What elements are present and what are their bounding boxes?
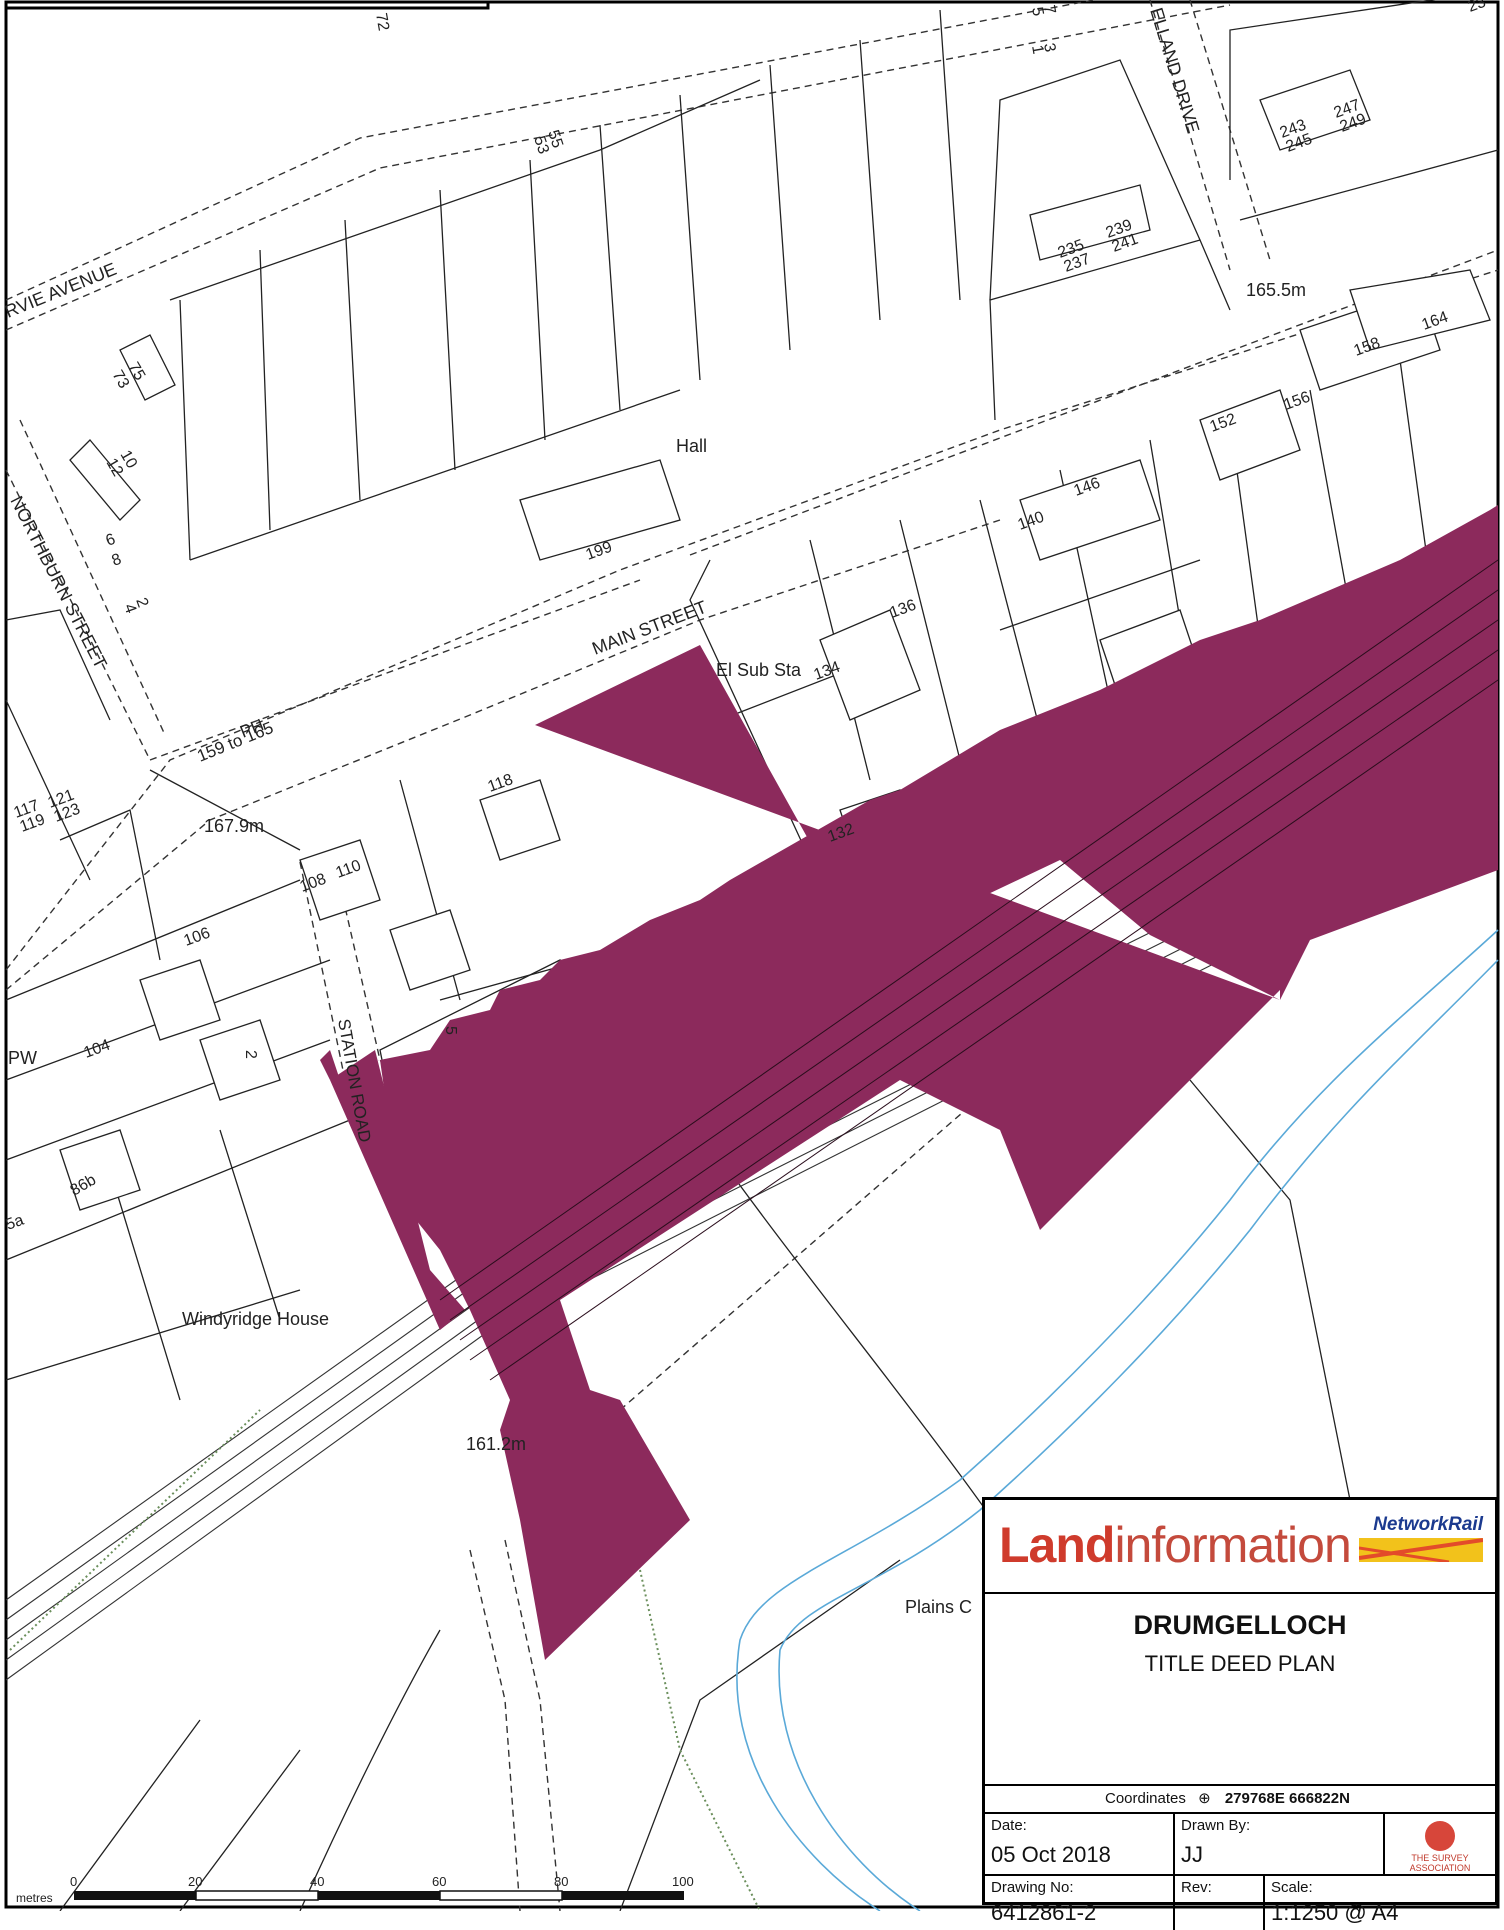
title-block-heading: DRUMGELLOCH TITLE DEED PLAN: [985, 1610, 1495, 1786]
scale-bar-unit: metres: [16, 1891, 53, 1905]
spot-height: 161.2m: [466, 1434, 526, 1454]
house-number: 156: [1282, 389, 1313, 414]
house-number: 5a: [4, 1212, 27, 1234]
plan-type: TITLE DEED PLAN: [1144, 1651, 1336, 1676]
date-row: Date: 05 Oct 2018 Drawn By: JJ THE SURVE…: [985, 1814, 1495, 1876]
network-rail-logo: NetworkRail: [1373, 1514, 1483, 1535]
coordinates-icon: ⊕: [1198, 1790, 1211, 1807]
place-label-pw: PW: [8, 1048, 37, 1068]
date-cell: Date: 05 Oct 2018: [985, 1814, 1175, 1874]
scale-bar-tick: 20: [188, 1874, 202, 1889]
place-label-pub-numbers: 159 to 165: [194, 718, 276, 766]
house-number: 72: [372, 12, 392, 33]
scale-bar-tick: 80: [554, 1874, 568, 1889]
house-number: 75: [125, 360, 149, 384]
date-label: Date:: [991, 1817, 1027, 1834]
title-block: Landinformation NetworkRail DRUMGELLOCH …: [982, 1497, 1498, 1930]
house-number: 1: [1028, 44, 1046, 56]
drawn-by-cell: Drawn By: JJ: [1175, 1814, 1385, 1874]
scale-bar-tick: 0: [70, 1874, 77, 1889]
scale-bar-segment: [195, 1890, 319, 1901]
house-number: 106: [182, 925, 213, 950]
scale-bar-segment: [318, 1891, 440, 1900]
railway-lines-over-plot: [439, 559, 1499, 1381]
house-number: 4: [120, 602, 139, 616]
drawing-no-cell: Drawing No: 6412861-2: [985, 1876, 1175, 1930]
drawing-row: Drawing No: 6412861-2 Rev: Scale: 1:1250…: [985, 1876, 1495, 1930]
spot-height: 167.9m: [204, 816, 264, 836]
drawing-no-label: Drawing No:: [991, 1879, 1074, 1896]
scale-bar-tick: 40: [310, 1874, 324, 1889]
scale-label: Scale:: [1271, 1879, 1313, 1896]
house-number: 136: [888, 597, 919, 622]
coordinates-value: 279768E 666822N: [1224, 1790, 1350, 1807]
house-number: 12: [103, 456, 127, 480]
house-number: 5: [442, 1026, 459, 1035]
house-number: 6: [104, 531, 118, 550]
spot-height: 165.5m: [1246, 280, 1306, 300]
survey-association-logo: THE SURVEY ASSOCIATION: [1385, 1814, 1495, 1874]
site-name: DRUMGELLOCH: [1133, 1610, 1347, 1640]
drawing-no-value: 6412861-2: [991, 1900, 1097, 1925]
coordinates-label: Coordinates: [1105, 1790, 1186, 1807]
title-plot-station-road: [330, 1050, 465, 1330]
inset-box: [4, 0, 490, 10]
scale-bar: metres 0 20 40 60 80 100: [16, 1874, 694, 1905]
place-label-hall: Hall: [676, 436, 707, 456]
scale-bar-tick: 100: [672, 1874, 694, 1889]
land-information-logo: Landinformation: [999, 1516, 1352, 1574]
place-label-plains: Plains C: [905, 1597, 972, 1617]
brand-land: Land: [999, 1517, 1115, 1573]
house-number: 8: [110, 551, 124, 570]
house-number: 55: [544, 128, 566, 150]
house-number: 73: [109, 368, 133, 392]
rev-cell: Rev:: [1175, 1876, 1265, 1930]
scale-bar-tick: 60: [432, 1874, 446, 1889]
title-plot-area: [320, 505, 1498, 1660]
street-label-drive: ELLAND DRIVE: [1146, 5, 1203, 135]
rev-label: Rev:: [1181, 1879, 1212, 1896]
house-number: 3: [1040, 42, 1058, 54]
house-number: 104: [82, 1037, 113, 1062]
survey-association-text: THE SURVEY ASSOCIATION: [1409, 1853, 1471, 1873]
scale-bar-segment: [562, 1891, 684, 1900]
brand-information: information: [1114, 1517, 1351, 1573]
coordinates-row: Coordinates ⊕ 279768E 666822N: [985, 1786, 1495, 1814]
map-frame: [4, 0, 1500, 1909]
house-number: 23: [1466, 0, 1489, 16]
scale-cell: Scale: 1:1250 @ A4: [1265, 1876, 1495, 1930]
place-label-windyridge: Windyridge House: [182, 1309, 329, 1329]
street-label-northburn: NORTHBURN STREET: [6, 493, 110, 672]
date-value: 05 Oct 2018: [991, 1842, 1111, 1867]
place-label-substation: El Sub Sta: [716, 660, 802, 680]
house-number: 5: [1028, 6, 1046, 18]
house-number: 53: [530, 134, 552, 156]
survey-association-icon: [1425, 1821, 1455, 1851]
title-block-logo-row: Landinformation NetworkRail: [985, 1500, 1495, 1594]
house-number: 7: [1040, 4, 1058, 16]
drawn-by-value: JJ: [1181, 1842, 1203, 1867]
house-number: 2: [242, 1050, 259, 1059]
scale-bar-segment: [439, 1890, 563, 1901]
street-label-avenue: RVIE AVENUE: [2, 259, 119, 322]
scale-bar-segment: [74, 1891, 196, 1900]
network-rail-stripes-icon: [1359, 1538, 1483, 1562]
drawn-by-label: Drawn By:: [1181, 1817, 1251, 1834]
scale-value: 1:1250 @ A4: [1271, 1900, 1399, 1925]
house-number: 10: [117, 448, 141, 472]
